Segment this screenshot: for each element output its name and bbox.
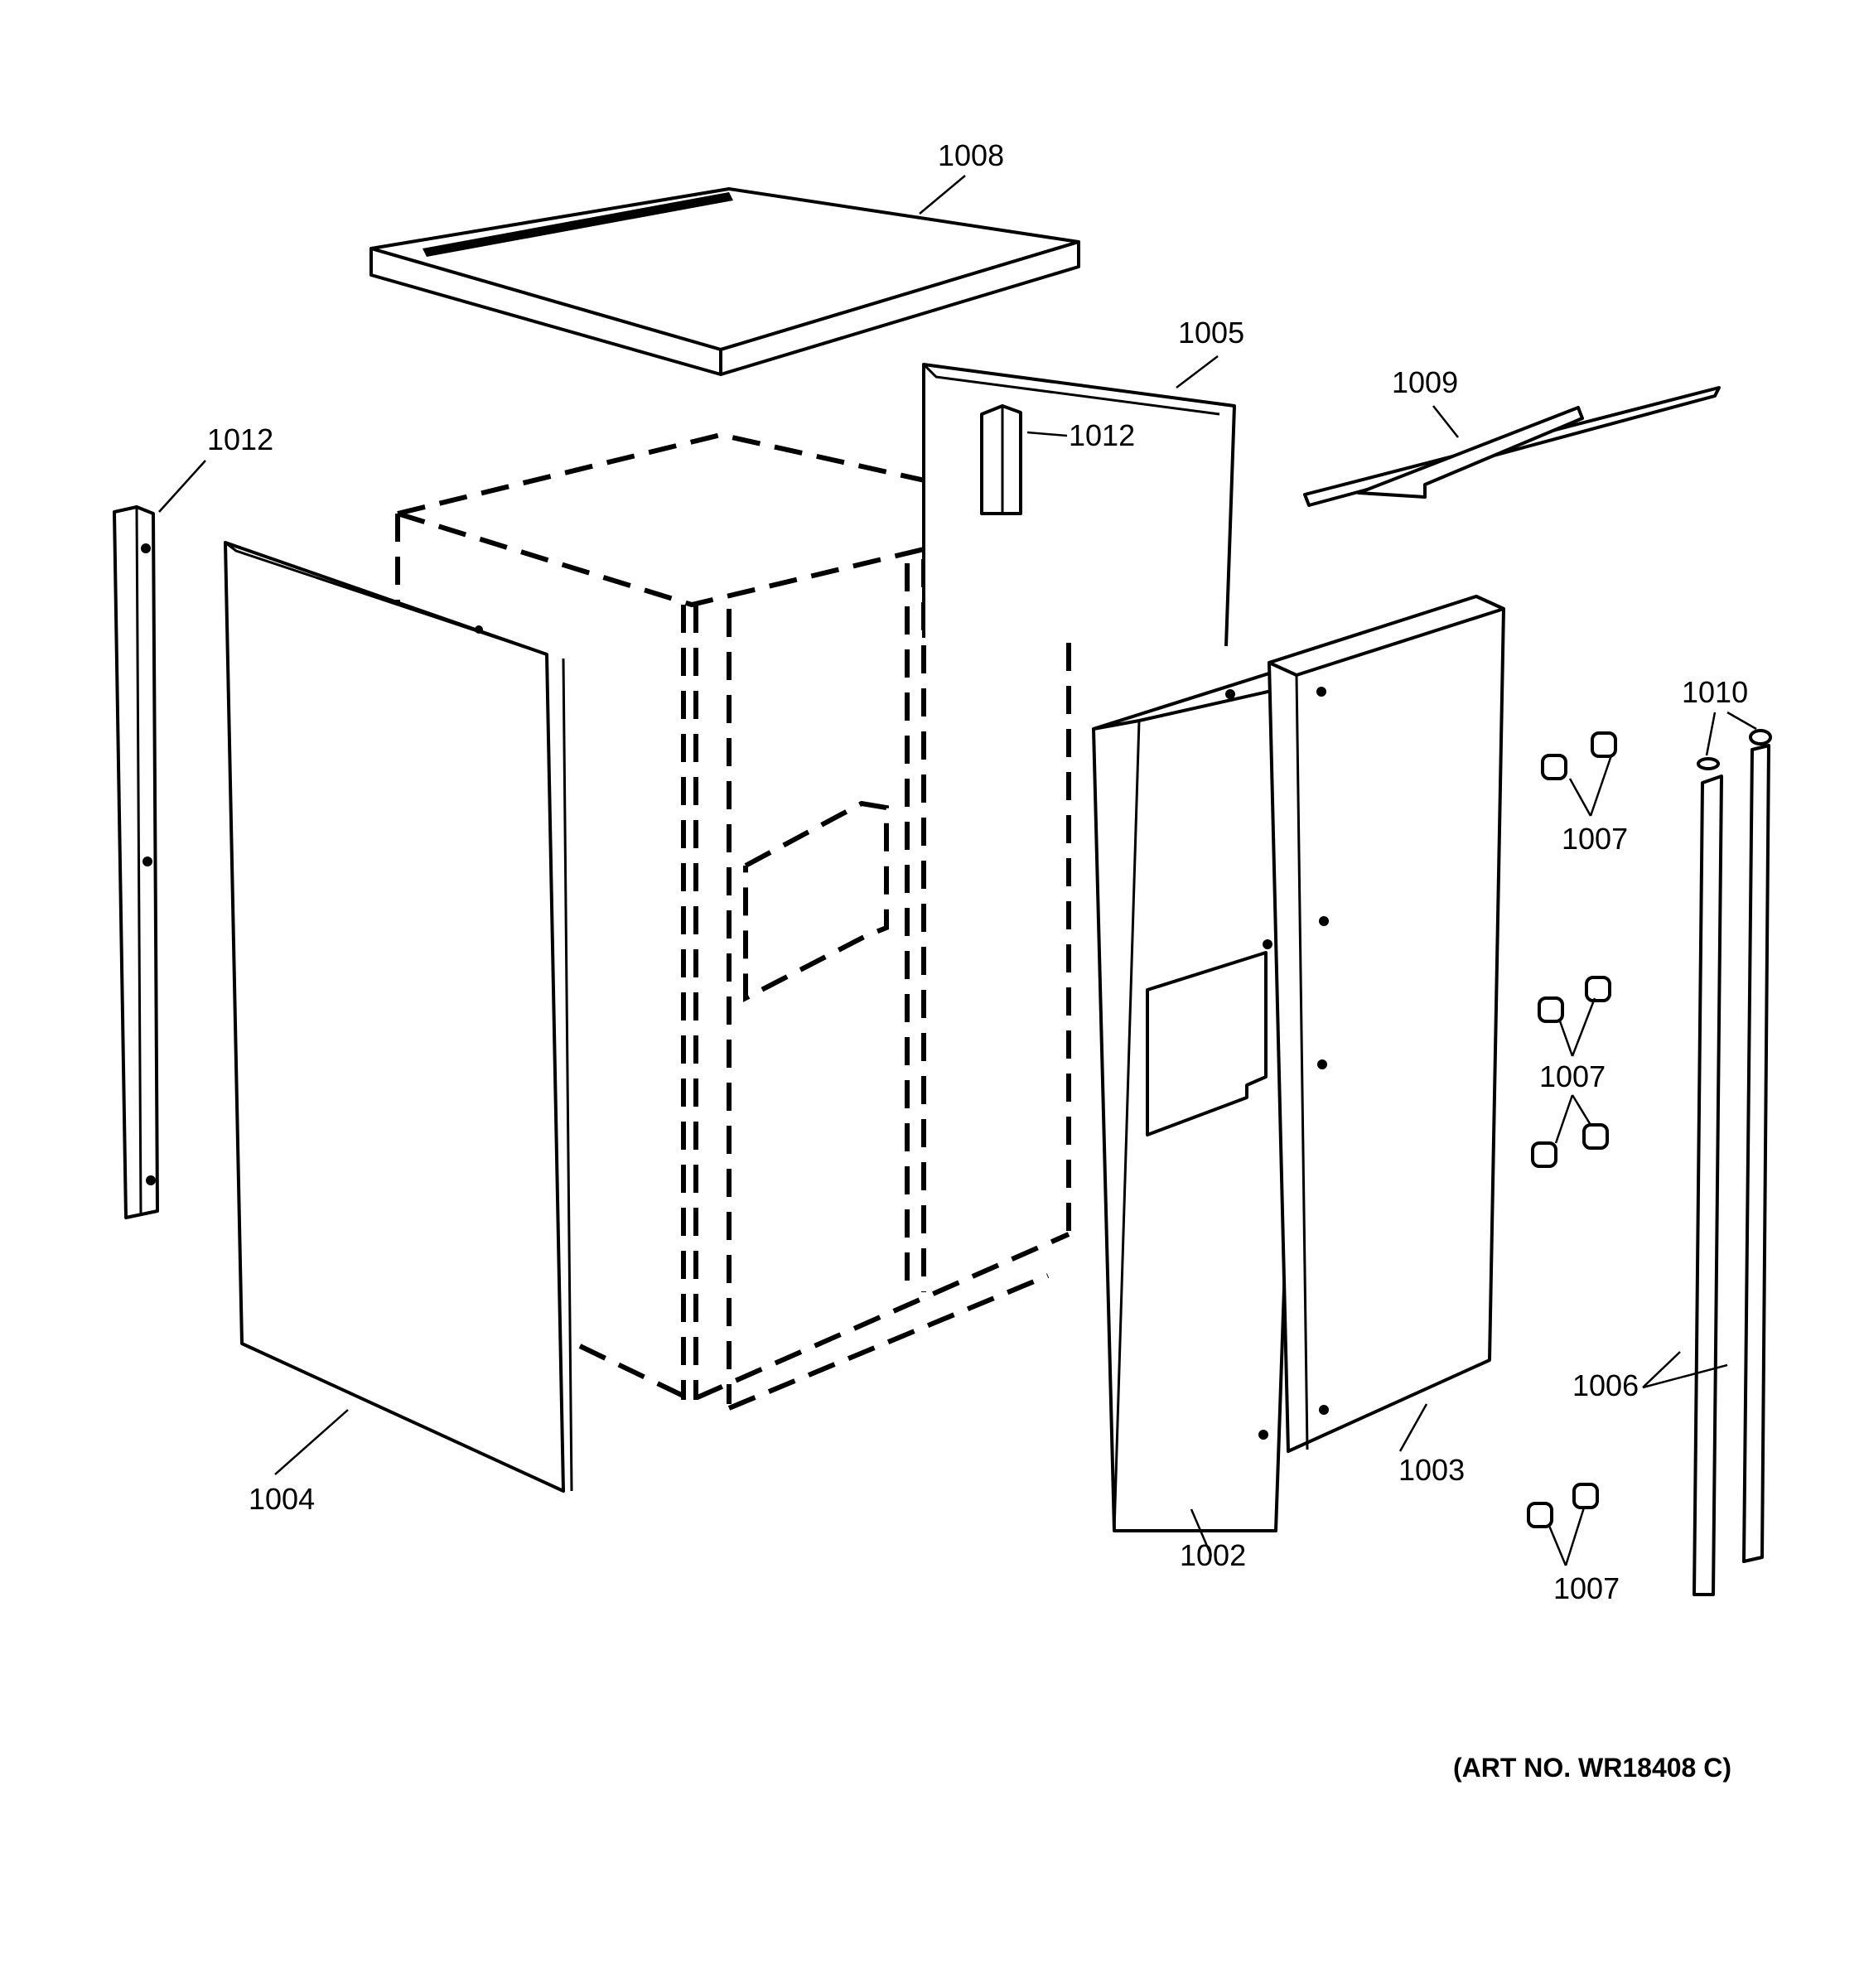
- callout-1008: 1008: [938, 138, 1004, 172]
- callout-1005: 1005: [1178, 316, 1244, 350]
- callout-1009: 1009: [1392, 365, 1458, 399]
- rear-panel-1005: [922, 355, 1236, 647]
- callout-1012-left: 1012: [207, 422, 273, 456]
- door-1003: [1268, 595, 1505, 1453]
- callout-1006: 1006: [1572, 1368, 1639, 1402]
- callout-1003: 1003: [1398, 1453, 1465, 1487]
- rail-1009: [1303, 386, 1721, 507]
- side-panel-1004: [224, 541, 573, 1493]
- corner-brace-1012-right: [980, 404, 1068, 515]
- corner-brace-1012-left: [113, 460, 206, 1219]
- end-caps-1010: [1697, 711, 1772, 770]
- callout-1002: 1002: [1180, 1538, 1246, 1572]
- callout-1012-right: 1012: [1069, 418, 1135, 452]
- callout-1007-b: 1007: [1539, 1059, 1606, 1093]
- art-number: (ART NO. WR18408 C): [1453, 1753, 1731, 1783]
- hinge-covers-1007: [1527, 731, 1617, 1566]
- callout-1010: 1010: [1682, 675, 1748, 709]
- door-1002: [1092, 671, 1306, 1556]
- top-cover-1008: [369, 175, 1080, 376]
- callout-1004: 1004: [249, 1482, 315, 1516]
- handle-trim-1006: [1642, 744, 1770, 1596]
- callout-1007-c: 1007: [1553, 1571, 1620, 1605]
- callout-1007-a: 1007: [1562, 822, 1628, 856]
